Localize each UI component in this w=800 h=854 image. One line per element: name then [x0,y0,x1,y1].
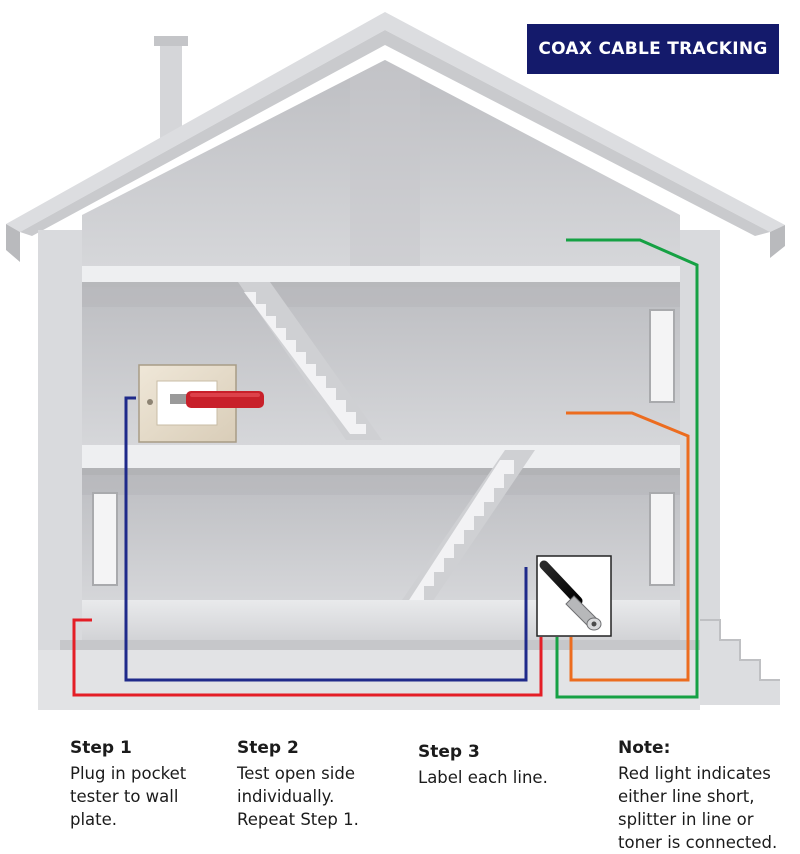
step-2-text: Test open side individually. Repeat Step… [237,764,359,829]
step-1: Step 1 Plug in pocket tester to wall pla… [70,738,220,831]
step-2: Step 2 Test open side individually. Repe… [237,738,397,831]
coax-connector-icon [536,555,612,637]
pocket-tester-icon [170,391,264,408]
blue-cable [124,396,528,682]
chimney [154,36,188,140]
staircase-icon [238,282,382,440]
orange-cable [566,411,690,682]
exterior-steps [700,619,780,705]
green-cable [555,238,699,699]
step-2-heading: Step 2 [237,738,299,758]
roof [6,12,785,262]
step-3-heading: Step 3 [418,742,480,762]
coax-cables [72,238,699,699]
title-badge: COAX CABLE TRACKING [527,24,779,74]
note: Note: Red light indicates either line sh… [618,738,800,854]
step-1-heading: Step 1 [70,738,132,758]
note-text: Red light indicates either line short, s… [618,764,778,852]
step-1-text: Plug in pocket tester to wall plate. [70,764,187,829]
house-cutaway-diagram [6,12,785,710]
step-3-text: Label each line. [418,768,548,787]
lower-staircase [378,450,535,635]
red-cable [72,618,543,697]
second-floor-slab [82,445,680,475]
window-icon [92,309,675,586]
attic-floor [82,266,680,287]
page-title: COAX CABLE TRACKING [538,39,768,59]
note-heading: Note: [618,738,671,758]
step-3: Step 3 Label each line. [418,742,588,789]
